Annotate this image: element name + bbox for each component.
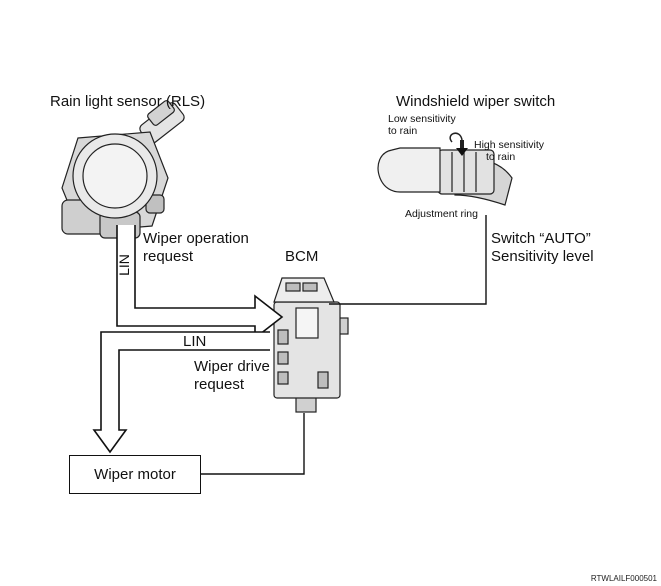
wiper-motor-label: Wiper motor xyxy=(94,465,176,483)
wiper-drive-label-2: request xyxy=(194,376,245,393)
figure-id: RTWLAILF000501 xyxy=(590,574,657,583)
adjustment-ring-label: Adjustment ring xyxy=(405,208,478,220)
wiper-operation-label-2: request xyxy=(143,248,194,265)
wiper-switch-illustration xyxy=(377,132,513,206)
rls-title: Rain light sensor (RLS) xyxy=(50,93,206,110)
high-sensitivity-label-2: to rain xyxy=(486,151,516,163)
motor-power-line xyxy=(201,413,305,475)
low-sensitivity-label-2: to rain xyxy=(388,125,418,137)
lin-horizontal-label: LIN xyxy=(183,333,207,350)
bcm-illustration xyxy=(273,277,349,413)
wiper-drive-label-1: Wiper drive xyxy=(194,358,270,375)
switch-signal-line xyxy=(329,215,487,305)
high-sensitivity-label-1: High sensitivity xyxy=(474,139,545,151)
wiper-operation-request-arrow xyxy=(116,225,284,340)
wiper-operation-label-1: Wiper operation xyxy=(143,230,249,247)
wiper-motor-box: Wiper motor xyxy=(69,455,201,494)
rain-light-sensor-illustration xyxy=(61,100,185,239)
bcm-label: BCM xyxy=(285,248,319,265)
lin-vertical-label: LIN xyxy=(115,254,132,276)
switch-auto-label-1: Switch “AUTO” xyxy=(491,230,591,247)
low-sensitivity-label-1: Low sensitivity xyxy=(388,113,456,125)
switch-auto-label-2: Sensitivity level xyxy=(491,248,594,265)
wiper-drive-request-arrow xyxy=(92,331,270,454)
switch-title: Windshield wiper switch xyxy=(396,93,556,110)
